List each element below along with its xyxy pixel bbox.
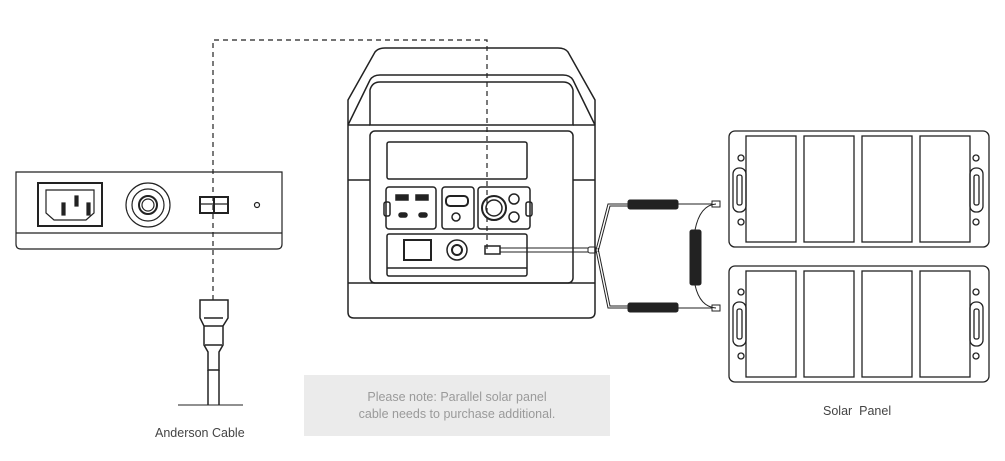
- note-line-1: Please note: Parallel solar panel: [367, 389, 547, 404]
- anderson-cable-label: Anderson Cable: [155, 426, 245, 440]
- anderson-cable-plug: [178, 299, 243, 406]
- usbc-panel: [441, 186, 475, 230]
- branch-connector: [689, 229, 702, 286]
- input-panel: [386, 233, 528, 277]
- solar-panel-bottom: [728, 265, 990, 383]
- purchase-note: Please note: Parallel solar panel cable …: [304, 375, 610, 436]
- adapter-device: [15, 171, 283, 250]
- station-anderson-port: [484, 245, 501, 255]
- solar-panel-top: [728, 130, 990, 248]
- solar-panel-label: Solar Panel: [823, 404, 892, 418]
- dc-port: [125, 182, 171, 228]
- power-station: [347, 47, 596, 319]
- ac-socket: [37, 182, 103, 227]
- connector-bottom: [627, 302, 679, 313]
- note-line-2: cable needs to purchase additional.: [358, 406, 556, 421]
- car-port-panel: [477, 186, 531, 230]
- station-ac-socket: [403, 239, 432, 261]
- connector-top: [627, 199, 679, 210]
- display-screen: [386, 141, 528, 180]
- usb-panel: [385, 186, 437, 230]
- station-dc-port: [446, 239, 468, 261]
- dashed-route-line: [212, 39, 488, 300]
- solar-cables: [500, 199, 721, 313]
- indicator-light: [253, 201, 261, 209]
